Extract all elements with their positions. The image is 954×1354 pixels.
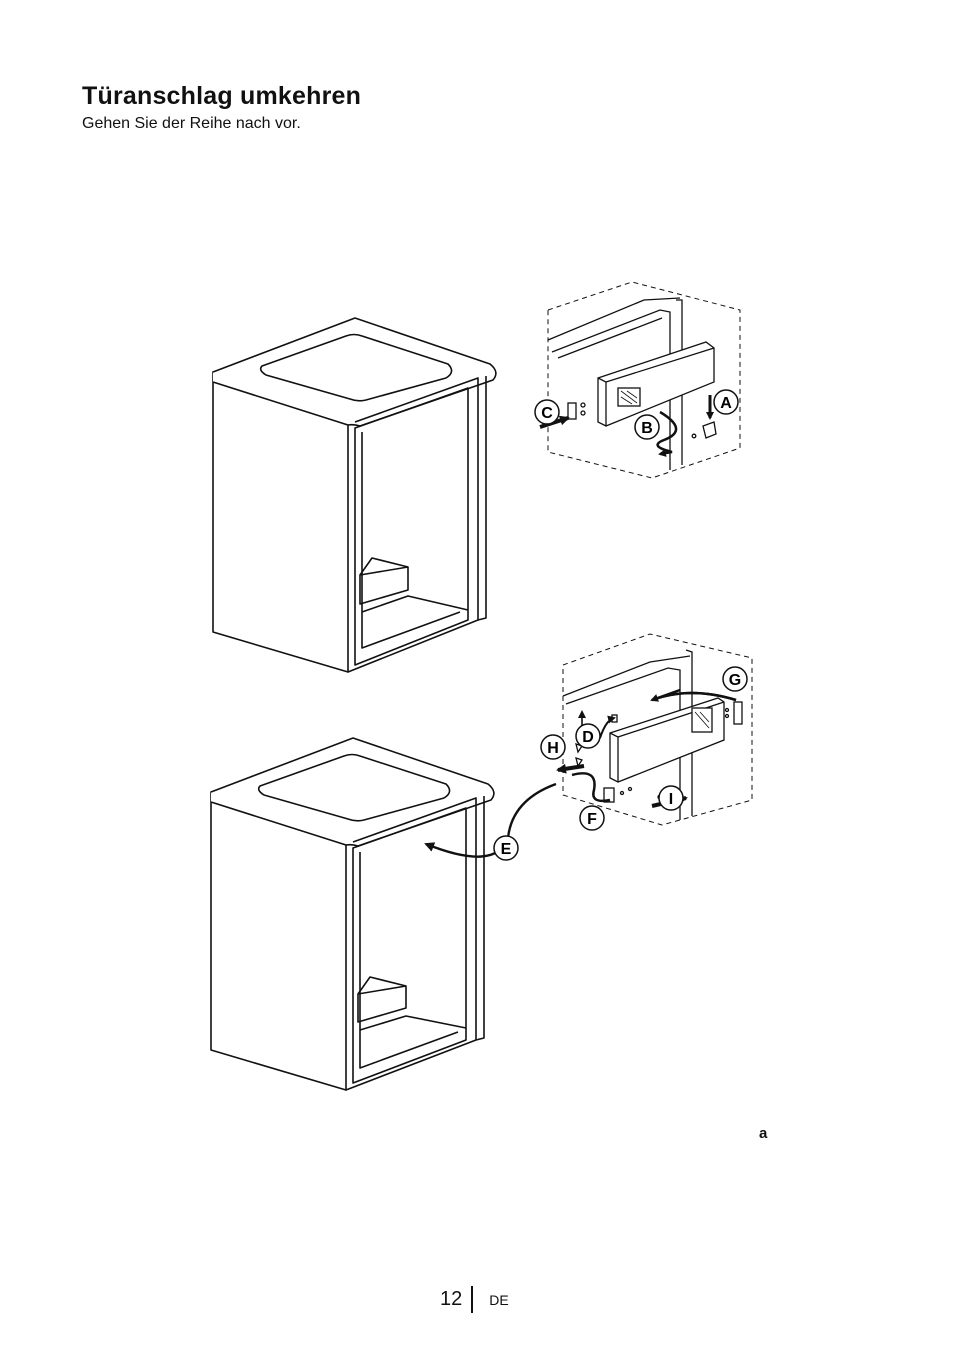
callout-d: D: [575, 723, 601, 749]
callout-e: E: [493, 835, 519, 861]
svg-text:E: E: [501, 841, 512, 858]
callout-h: H: [540, 734, 566, 760]
page-subtitle: Gehen Sie der Reihe nach vor.: [82, 115, 301, 132]
detail-inset-upper: [547, 281, 741, 479]
svg-text:B: B: [641, 420, 653, 437]
figure-letter: a: [759, 1125, 768, 1142]
page-number: 12: [440, 1288, 463, 1310]
svg-text:A: A: [720, 395, 732, 412]
callout-i: I: [658, 785, 684, 811]
callout-b: B: [634, 414, 660, 440]
svg-text:D: D: [582, 729, 594, 746]
svg-text:C: C: [541, 405, 553, 422]
page-footer: 12 DE: [440, 1286, 509, 1313]
svg-text:G: G: [729, 672, 741, 689]
language-code: DE: [489, 1291, 509, 1308]
svg-text:I: I: [669, 791, 673, 808]
callout-f: F: [579, 805, 605, 831]
page-title: Türanschlag umkehren: [82, 82, 362, 110]
footer-divider: [471, 1286, 474, 1313]
svg-text:H: H: [547, 740, 559, 757]
svg-text:F: F: [587, 811, 597, 828]
callout-a: A: [713, 389, 739, 415]
fridge-lower: [210, 737, 495, 1091]
fridge-upper: [212, 317, 497, 673]
callout-g: G: [722, 666, 748, 692]
callout-c: C: [534, 399, 560, 425]
